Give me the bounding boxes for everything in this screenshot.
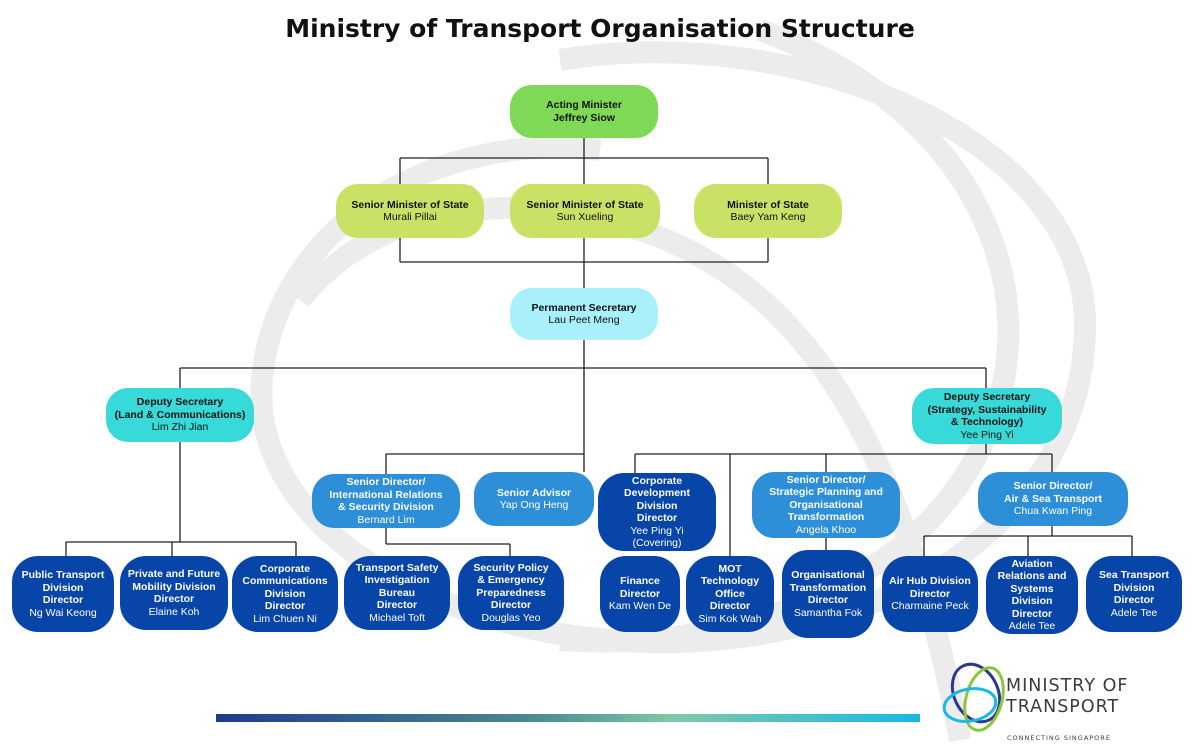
node-title: Sea Transport Division Director [1098,569,1170,606]
node-title: Corporate Communications Division Direct… [242,562,328,613]
node-title: Corporate Development Division Director [624,474,690,525]
logo-text-line1: MINISTRY OF [1006,676,1129,696]
node-deputy-secretary-strategy: Deputy Secretary (Strategy, Sustainabili… [912,388,1062,444]
node-senior-advisor: Senior Advisor Yap Ong Heng [474,472,594,526]
page-title: Ministry of Transport Organisation Struc… [285,14,915,43]
node-title: Private and Future Mobility Division Dir… [127,568,221,605]
node-title: Transport Safety Investigation Bureau Di… [355,561,439,612]
node-name: Murali Pillai [383,211,437,223]
node-title: Deputy Secretary (Strategy, Sustainabili… [927,391,1047,428]
node-name: Lim Zhi Jian [151,421,209,434]
node-permanent-secretary: Permanent Secretary Lau Peet Meng [510,288,658,340]
node-name: Sun Xueling [556,211,614,223]
node-title: Senior Advisor [496,486,572,499]
logo-tagline: CONNECTING SINGAPORE [1007,734,1111,742]
node-senior-minister-of-state-1: Senior Minister of State Murali Pillai [336,184,484,238]
node-public-transport-division: Public Transport Division Director Ng Wa… [12,556,114,632]
node-name: Elaine Koh [148,605,200,618]
node-name: Bernard Lim [357,513,415,526]
node-security-policy-emergency-preparedness: Security Policy & Emergency Preparedness… [458,556,564,630]
node-title: Senior Minister of State [351,198,469,211]
node-name: Michael Toft [369,611,425,624]
node-corporate-communications-division: Corporate Communications Division Direct… [232,556,338,632]
node-name: Lim Chuen Ni [253,612,317,625]
node-title: Air Hub Division Director [889,575,971,600]
node-name: Angela Khoo [795,523,857,536]
node-title: Senior Director/ Strategic Planning and … [769,473,883,524]
node-acting-minister: Acting Minister Jeffrey Siow [510,85,658,138]
node-title: Public Transport Division Director [21,569,105,606]
node-transport-safety-investigation-bureau: Transport Safety Investigation Bureau Di… [344,556,450,630]
node-name: Charmaine Peck [891,600,969,613]
node-title: MOT Technology Office Director [700,562,760,613]
node-name: Sim Kok Wah [698,612,762,625]
node-senior-director-air-sea: Senior Director/ Air & Sea Transport Chu… [978,472,1128,526]
node-deputy-secretary-land: Deputy Secretary (Land & Communications)… [106,388,254,442]
node-name: Douglas Yeo [481,611,541,624]
node-name: Samantha Fok [793,606,863,619]
node-senior-director-irsd: Senior Director/ International Relations… [312,474,460,528]
node-title: Senior Minister of State [526,198,644,211]
logo-text-line2: TRANSPORT [1006,697,1120,717]
node-name: Lau Peet Meng [548,314,620,326]
node-private-future-mobility-division: Private and Future Mobility Division Dir… [120,556,228,630]
node-name: Chua Kwan Ping [1013,505,1093,518]
node-title: Deputy Secretary (Land & Communications) [114,396,246,421]
node-title: Minister of State [727,198,809,211]
node-senior-director-strategic-planning: Senior Director/ Strategic Planning and … [752,472,900,538]
node-minister-of-state: Minister of State Baey Yam Keng [694,184,842,238]
node-sea-transport-division: Sea Transport Division Director Adele Te… [1086,556,1182,632]
node-title: Senior Director/ Air & Sea Transport [1003,480,1103,505]
footer-gradient-bar [216,714,920,722]
node-organisational-transformation: Organisational Transformation Director S… [782,550,874,638]
node-name: Yee Ping Yi (Covering) [630,524,684,550]
node-mot-technology-office: MOT Technology Office Director Sim Kok W… [686,556,774,632]
node-name: Kam Wen De [608,600,672,613]
node-title: Senior Director/ International Relations… [329,476,443,513]
node-aviation-relations-systems-division: Aviation Relations and Systems Division … [986,556,1078,634]
node-name: Yee Ping Yi [960,428,1014,441]
node-title: Permanent Secretary [531,301,637,314]
node-title: Organisational Transformation Director [789,569,867,606]
node-finance-director: Finance Director Kam Wen De [600,556,680,632]
node-title: Aviation Relations and Systems Division … [997,557,1067,620]
node-air-hub-division: Air Hub Division Director Charmaine Peck [882,556,978,632]
mot-logo-icon [942,662,1005,732]
node-title: Acting Minister Jeffrey Siow [546,99,622,124]
node-name: Baey Yam Keng [730,211,806,223]
node-name: Adele Tee [1008,620,1056,632]
node-corporate-development-division: Corporate Development Division Director … [598,473,716,551]
node-title: Finance Director [619,575,661,600]
node-name: Ng Wai Keong [29,606,97,619]
node-title: Security Policy & Emergency Preparedness… [473,561,549,612]
node-senior-minister-of-state-2: Senior Minister of State Sun Xueling [510,184,660,238]
node-name: Yap Ong Heng [499,499,569,511]
node-name: Adele Tee [1110,606,1158,619]
